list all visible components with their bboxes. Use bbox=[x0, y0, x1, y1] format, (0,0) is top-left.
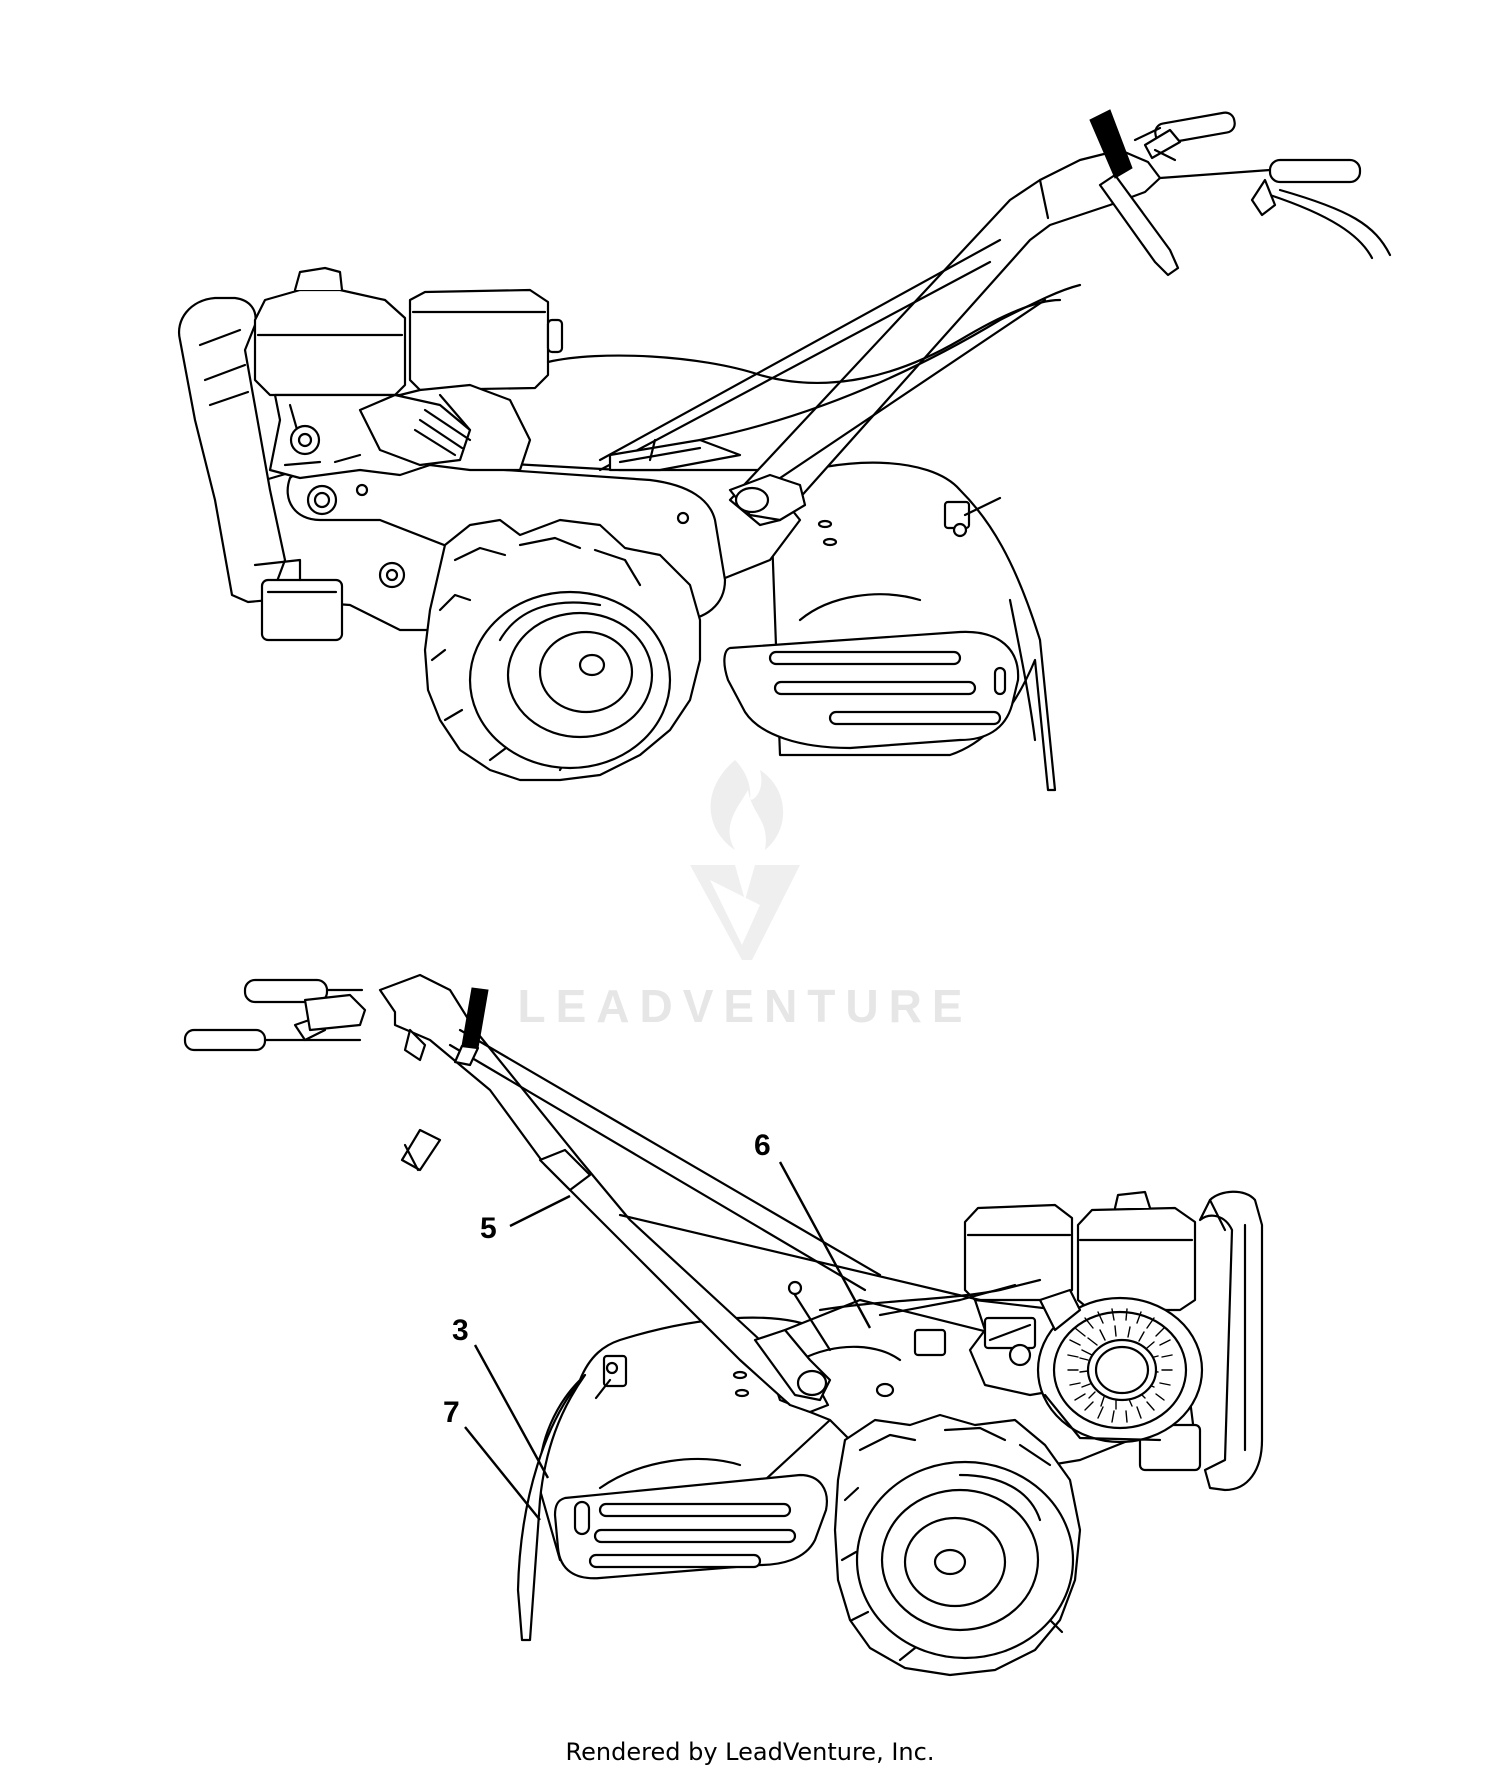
callout-number-7: 7 bbox=[443, 1396, 460, 1429]
footer-credit: Rendered by LeadVenture, Inc. bbox=[565, 1738, 935, 1766]
callout-number-6: 6 bbox=[754, 1129, 771, 1162]
top-handlebar bbox=[598, 109, 1392, 527]
tiller-top-view bbox=[177, 109, 1392, 792]
callout-number-3: 3 bbox=[452, 1314, 469, 1347]
watermark: LEADVENTURE bbox=[517, 760, 972, 1032]
top-engine bbox=[253, 266, 564, 480]
bottom-cable-bracket bbox=[913, 1328, 947, 1357]
bottom-handlebar bbox=[183, 973, 982, 1414]
bottom-cable-guide bbox=[878, 1283, 1017, 1317]
top-wheel bbox=[423, 518, 702, 782]
bottom-wheel bbox=[833, 1413, 1082, 1677]
top-handle-bracket bbox=[608, 438, 807, 522]
top-side-shield bbox=[723, 630, 1020, 750]
flame-v-logo-icon bbox=[690, 760, 800, 960]
top-throttle-cable bbox=[546, 298, 1062, 385]
tiller-bottom-view bbox=[183, 973, 1264, 1677]
bottom-engine bbox=[963, 1190, 1204, 1444]
watermark-brand: LEADVENTURE bbox=[517, 980, 972, 1032]
callout-number-5: 5 bbox=[480, 1212, 497, 1245]
callout-7: 7 bbox=[443, 1396, 541, 1521]
bottom-front-bumper bbox=[1198, 1190, 1264, 1492]
callout-6: 6 bbox=[754, 1129, 872, 1329]
top-front-bumper bbox=[177, 296, 344, 642]
callout-3: 3 bbox=[452, 1314, 550, 1479]
top-clutch-cable bbox=[698, 283, 1082, 442]
bottom-side-shield bbox=[553, 1473, 828, 1580]
callout-5: 5 bbox=[480, 1194, 571, 1245]
